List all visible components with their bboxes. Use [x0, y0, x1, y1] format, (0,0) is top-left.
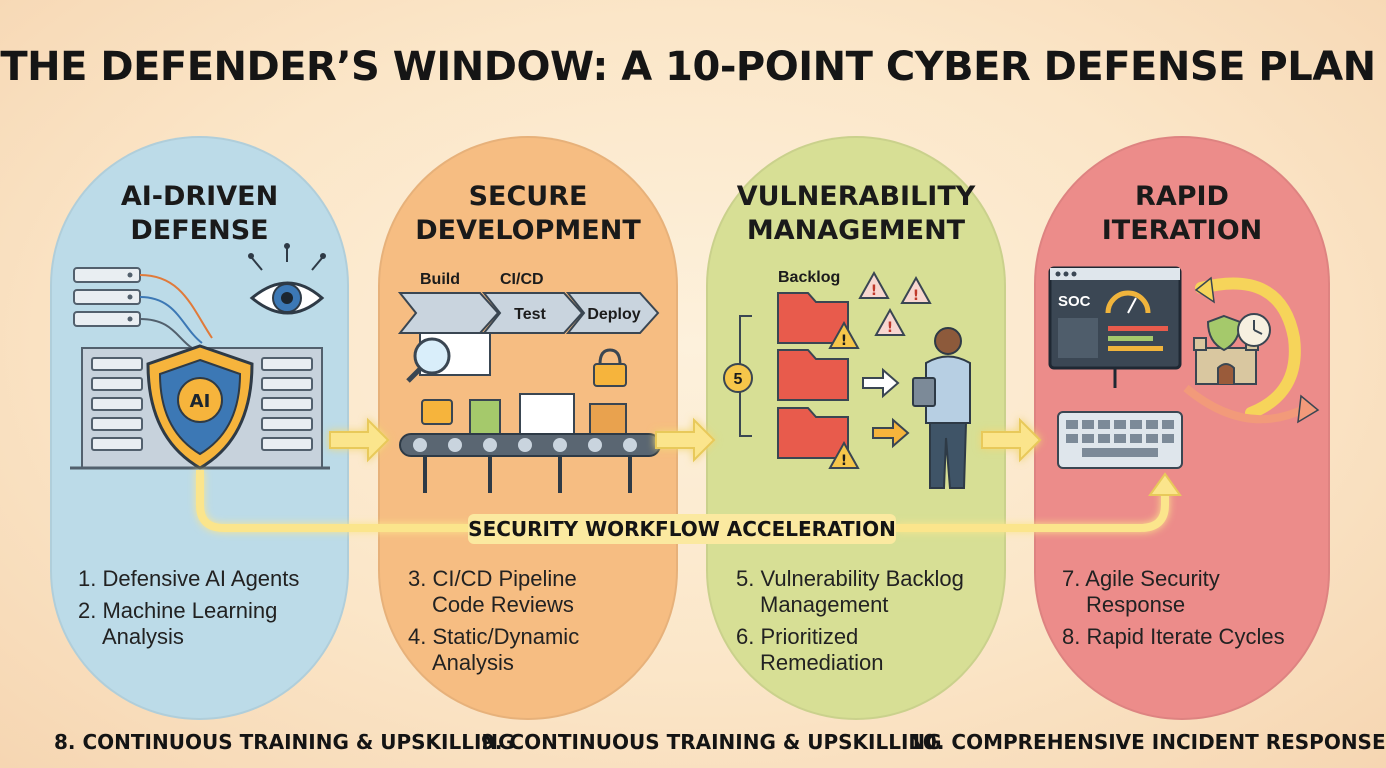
list-item: 5. Vulnerability Backlog Management [736, 566, 964, 617]
bottom-item-training: 9. CONTINUOUS TRAINING & UPSKILLING [481, 730, 942, 754]
pillar-title: SECURE DEVELOPMENT [415, 181, 641, 246]
stage-label-deploy: Deploy [587, 306, 640, 323]
pillar-rapid-iteration: RAPID ITERATION SOC [1034, 136, 1330, 720]
folder-icon [777, 292, 849, 459]
page-title: THE DEFENDER’S WINDOW: A 10-POINT CYBER … [0, 44, 1376, 90]
list-item: 8. Rapid Iterate Cycles [1062, 624, 1285, 649]
pillar-items: 1. Defensive AI Agents 2. Machine Learni… [78, 566, 338, 656]
warning-icon [828, 270, 932, 469]
shield-ai-label: AI [190, 391, 211, 412]
monitor-soc-label: SOC [1058, 293, 1091, 310]
list-item: 1. Defensive AI Agents [78, 566, 300, 591]
person-icon [912, 327, 971, 489]
pillar-ai-driven-defense: AI-DRIVEN DEFENSE [50, 136, 349, 720]
keyboard-icon [1057, 411, 1183, 469]
pillar-title: VULNERABILITY MANAGEMENT [736, 181, 976, 246]
count-badge-label: 5 [734, 371, 743, 388]
pillar-secure-development: SECURE DEVELOPMENT Build CI/CD Test Depl… [378, 136, 678, 720]
eye-icon [248, 243, 326, 315]
stage-label-cicd: CI/CD [500, 271, 544, 288]
castle-icon [1193, 337, 1259, 385]
pillar-items: 7. Agile Security Response 8. Rapid Iter… [1062, 566, 1324, 656]
pillar-title: AI-DRIVEN DEFENSE [120, 181, 279, 246]
list-item: 7. Agile Security Response [1062, 566, 1220, 617]
pillar-items: 3. CI/CD Pipeline Code Reviews 4. Static… [408, 566, 668, 682]
pillar-title: RAPID ITERATION [1101, 181, 1263, 246]
secure-development-illustration: Build CI/CD Test Deploy [397, 271, 661, 493]
svg-text:!: ! [887, 320, 893, 336]
bottom-item-incident-response: 10. COMPREHENSIVE INCIDENT RESPONSE [909, 730, 1386, 754]
magnifier-icon [406, 337, 451, 383]
shield-icon: AI [146, 344, 254, 470]
list-item: 2. Machine Learning Analysis [78, 598, 278, 649]
list-item: 4. Static/Dynamic Analysis [408, 624, 580, 675]
svg-text:!: ! [871, 283, 877, 299]
monitor-icon: SOC [1048, 266, 1182, 388]
bottom-item-training: 8. CONTINUOUS TRAINING & UPSKILLING [54, 730, 515, 754]
list-item: 6. Prioritized Remediation [736, 624, 884, 675]
vulnerability-illustration: Backlog 5 !!! !! [723, 269, 971, 489]
ai-defense-illustration: AI [70, 243, 330, 470]
pillar-items: 5. Vulnerability Backlog Management 6. P… [736, 566, 998, 682]
svg-text:!: ! [841, 453, 847, 469]
server-rack-icon [73, 267, 141, 327]
clock-icon [1237, 313, 1271, 347]
svg-text:!: ! [913, 288, 919, 304]
stage-label-test: Test [514, 306, 546, 323]
padlock-icon [593, 348, 627, 387]
count-badge [723, 363, 753, 393]
list-item: 3. CI/CD Pipeline Code Reviews [408, 566, 577, 617]
svg-text:!: ! [841, 333, 847, 349]
pillar-vulnerability-management: VULNERABILITY MANAGEMENT Backlog 5 !!! !… [706, 136, 1006, 720]
backlog-label: Backlog [778, 269, 840, 286]
workflow-label: SECURITY WORKFLOW ACCELERATION [468, 514, 896, 544]
cycle-arrow-icon [1183, 276, 1320, 424]
rapid-iteration-illustration: SOC [1048, 266, 1320, 469]
stage-label-build: Build [420, 271, 460, 288]
conveyor-icon [399, 433, 661, 493]
